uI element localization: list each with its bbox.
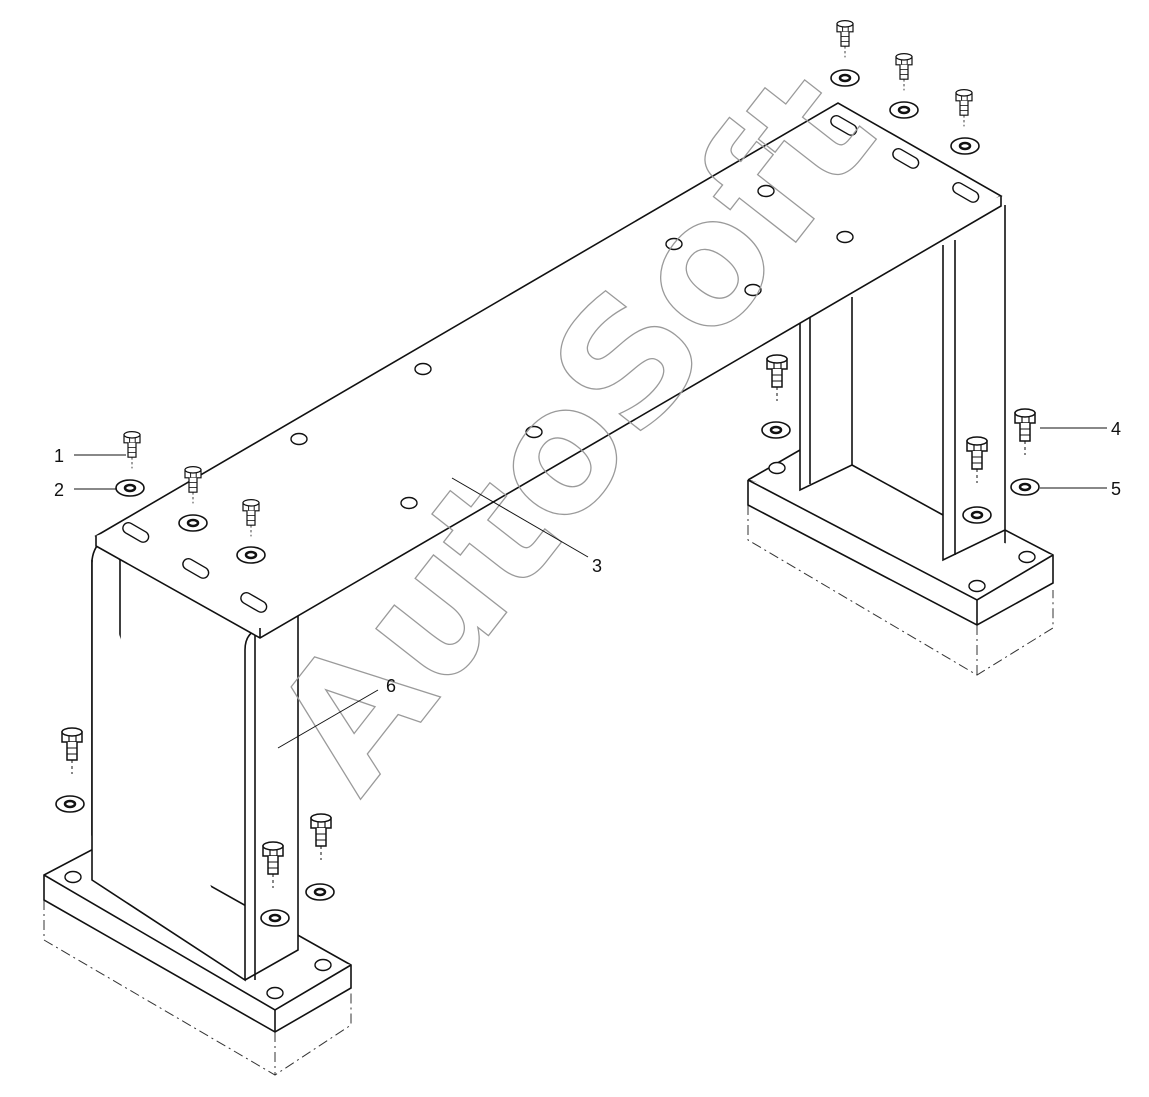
leader-lines: [74, 427, 1107, 749]
callout-4: 4: [1111, 419, 1121, 439]
foundation-hidden-lines: [43, 505, 1054, 1076]
callout-5: 5: [1111, 479, 1121, 499]
callout-2: 2: [54, 480, 64, 500]
plate-holes: [290, 184, 854, 510]
base-holes: [64, 461, 1036, 1000]
callout-labels: 1 2 3 4 5 6: [54, 419, 1121, 696]
callout-3: 3: [592, 556, 602, 576]
plate-slots: [122, 114, 980, 613]
callout-1: 1: [54, 446, 64, 466]
left-leg-frame: [43, 538, 352, 1033]
callout-6: 6: [386, 676, 396, 696]
top-mounting-plate: [94, 102, 1003, 639]
